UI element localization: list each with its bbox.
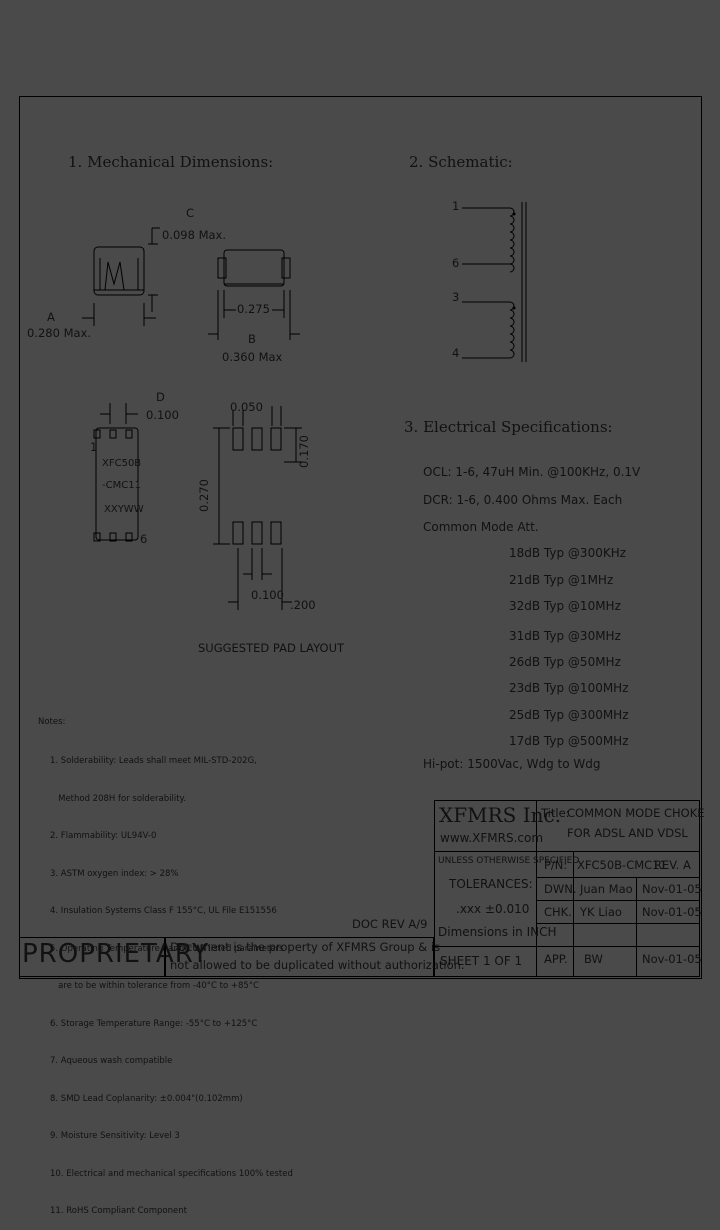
proprietary-line1: Document is the property of XFMRS Group … [170, 940, 441, 954]
spec-cm-header: Common Mode Att. [423, 520, 539, 534]
spec-dcr: DCR: 1-6, 0.400 Ohms Max. Each [423, 493, 623, 507]
dwn-name: Juan Mao [580, 882, 633, 896]
app-label: APP. [544, 952, 568, 966]
dwn-label: DWN. [544, 882, 577, 896]
chk-date: Nov-01-05 [642, 905, 702, 919]
spec-att-7: 25dB Typ @300MHz [509, 708, 629, 722]
note-2: 2. Flammability: UL94V-0 [50, 831, 157, 841]
spec-att-5: 26dB Typ @50MHz [509, 655, 621, 669]
note-5b: are to be within tolerance from -40°C to… [50, 981, 260, 991]
tolerance-line4: Dimensions in INCH [438, 925, 557, 939]
chk-name: YK Liao [580, 905, 622, 919]
schematic-pin-6: 6 [452, 256, 460, 270]
pad-0100-value: 0.100 [251, 588, 284, 602]
dim-c-label: C [186, 206, 195, 220]
chk-label: CHK. [544, 905, 572, 919]
note-3: 3. ASTM oxygen index: > 28% [50, 868, 179, 879]
schematic-drawing [462, 202, 527, 362]
pad-050-value: 0.050 [230, 400, 263, 414]
spec-att-8: 17dB Typ @500MHz [509, 734, 629, 748]
title-line1: COMMON MODE CHOKE [567, 806, 705, 820]
dim-275-value: 0.275 [237, 302, 270, 316]
note-8: 8. SMD Lead Coplanarity: ±0.004"(0.102mm… [50, 1093, 243, 1104]
part-marking-line2: -CMC11 [102, 480, 141, 491]
tolerance-line1: UNLESS OTHERWISE SPECIFIED [438, 856, 580, 866]
dim-b-value: 0.360 Max [222, 350, 283, 364]
note-1: 1. Solderability: Leads shall meet MIL-S… [50, 756, 257, 766]
title-line2: FOR ADSL AND VDSL [567, 826, 688, 840]
dim-d-value: 0.100 [146, 408, 179, 422]
note-9: 9. Moisture Sensitivity: Level 3 [50, 1131, 180, 1141]
part-marking-line3: XXYWW [104, 504, 144, 515]
title-block [434, 800, 700, 977]
pn-label: P/N: [544, 858, 568, 872]
mechanical-title: 1. Mechanical Dimensions: [68, 153, 274, 171]
pn-value: XFC50B-CMC11 [577, 858, 667, 872]
rev-value: REV. A [654, 858, 691, 872]
note-1b: Method 208H for solderability. [50, 793, 187, 804]
pad-0170-value: 0.170 [297, 435, 311, 468]
proprietary-box [19, 937, 165, 977]
pad-200-value: .200 [290, 598, 316, 612]
note-4: 4. Insulation Systems Class F 155°C, UL … [50, 906, 277, 916]
company-name: XFMRS Inc. [439, 803, 562, 827]
app-date: Nov-01-05 [642, 952, 702, 966]
notes-list: 1. Solderability: Leads shall meet MIL-S… [50, 730, 293, 1230]
proprietary-line2: not allowed to be duplicated without aut… [170, 958, 465, 972]
dim-d-label: D [156, 390, 165, 404]
schematic-pin-4: 4 [452, 346, 460, 360]
notes-title: Notes: [38, 717, 66, 727]
pad-layout-caption: SUGGESTED PAD LAYOUT [198, 641, 345, 655]
dwn-date: Nov-01-05 [642, 882, 702, 896]
dim-b-label: B [248, 332, 256, 346]
pin-6-label: 6 [140, 532, 148, 546]
spec-att-3: 32dB Typ @10MHz [509, 599, 621, 613]
dim-a-value: 0.280 Max. [27, 326, 92, 340]
spec-att-1: 18dB Typ @300KHz [509, 546, 627, 560]
note-10: 10. Electrical and mechanical specificat… [50, 1168, 293, 1179]
spec-att-6: 23dB Typ @100MHz [509, 681, 629, 695]
mechanical-drawing [82, 227, 302, 610]
tolerance-line2: TOLERANCES: [449, 877, 533, 891]
pin-1-label: 1 [90, 440, 98, 454]
electrical-title: 3. Electrical Specifications: [404, 418, 613, 436]
spec-ocl: OCL: 1-6, 47uH Min. @100KHz, 0.1V [423, 465, 641, 479]
dim-a-label: A [47, 310, 55, 324]
schematic-title: 2. Schematic: [409, 153, 513, 171]
app-name: BW [584, 952, 603, 966]
dim-c-value: 0.098 Max. [162, 228, 227, 242]
note-7: 7. Aqueous wash compatible [50, 1056, 173, 1066]
spec-att-4: 31dB Typ @30MHz [509, 629, 621, 643]
drawing-frame [19, 96, 702, 979]
spec-hipot: Hi-pot: 1500Vac, Wdg to Wdg [423, 757, 601, 771]
sheet-number: SHEET 1 OF 1 [440, 954, 523, 968]
schematic-pin-1: 1 [452, 199, 460, 213]
proprietary-word: PROPRIETARY [22, 939, 209, 969]
part-marking-line1: XFC50B [102, 458, 142, 469]
pad-0270-value: 0.270 [197, 479, 211, 512]
company-website[interactable]: www.XFMRS.com [440, 831, 544, 845]
note-6: 6. Storage Temperature Range: -55°C to +… [50, 1018, 258, 1029]
title-label: Title: [541, 806, 570, 820]
spec-att-2: 21dB Typ @1MHz [509, 573, 614, 587]
note-5: 5. Operating Temperature Range: All list… [50, 943, 284, 954]
proprietary-text-box [165, 937, 434, 977]
schematic-pin-3: 3 [452, 290, 460, 304]
note-11: 11. RoHS Compliant Component [50, 1206, 187, 1216]
tolerance-line3: .xxx ±0.010 [456, 902, 530, 916]
doc-rev: DOC REV A/9 [352, 917, 428, 931]
